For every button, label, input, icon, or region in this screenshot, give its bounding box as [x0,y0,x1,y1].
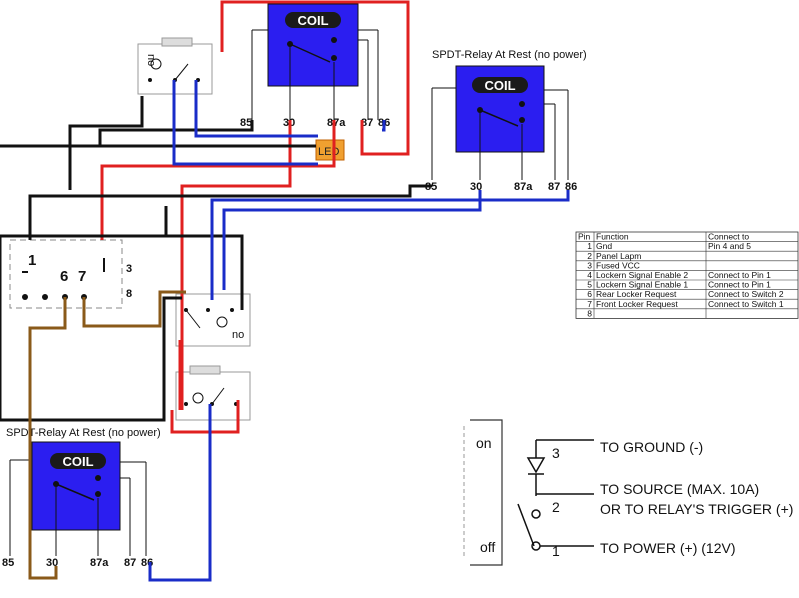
pin-table-cell: 2 [587,251,592,261]
switch-top-label-no: no [145,54,157,66]
connector-pin-7: 7 [78,268,86,285]
pin-table-header: Pin [578,232,591,242]
relay-bottom-pin-87: 87 [124,557,136,569]
wires-black [0,96,432,422]
relay-right-pin-87a: 87a [514,181,533,193]
pin-table-cell: Fused VCC [596,260,640,270]
legend-power: TO POWER (+) (12V) [600,540,735,556]
pin-table-cell: 6 [587,289,592,299]
relay-right: SPDT-Relay At Rest (no power) COIL 85 30… [425,49,587,193]
pin-table-cell: Front Locker Request [596,299,678,309]
pin-table-cell: Connect to Pin 1 [708,280,771,290]
pin-table-cell: Connect to Switch 1 [708,299,784,309]
pin-table-header: Connect to [708,232,749,242]
pin-table-frame [575,231,799,319]
connector-pin-8: 8 [126,288,132,300]
legend-ground: TO GROUND (-) [600,439,703,455]
pin-table-cell: 7 [587,299,592,309]
pin-table-cell: Rear Locker Request [596,289,677,299]
pin-table-cell: Pin 4 and 5 [708,241,751,251]
pin-table-cell: Lockern Signal Enable 1 [596,280,688,290]
pin-table-cell: 3 [587,260,592,270]
relay-top-pin-87: 87 [361,117,373,129]
legend-source-2: OR TO RELAY'S TRIGGER (+) [600,501,793,517]
switch-legend: on off 3 2 1 TO GROUND (-) TO SOURCE (MA… [463,419,793,566]
legend-off: off [480,539,495,555]
pin-table-cell: Connect to Switch 2 [708,289,784,299]
pin-table-cell: Lockern Signal Enable 2 [596,270,688,280]
legend-on: on [476,435,492,451]
wires-blue [148,80,570,582]
relay-bottom-coil: COIL [62,454,93,469]
legend-pin-3: 3 [552,445,560,461]
connector-pin-1: 1 [28,252,36,269]
switch-middle-label-no: no [232,329,244,341]
relay-bottom-title: SPDT-Relay At Rest (no power) [6,427,161,439]
pin-table: Pin Function Connect to 1 Gnd Pin 4 and 5 2 Pan… [575,231,799,319]
legend-pin-2: 2 [552,499,560,515]
relay-right-title: SPDT-Relay At Rest (no power) [432,49,587,61]
connector-pin-3: 3 [126,263,132,275]
relay-bottom-pin-87a: 87a [90,557,109,569]
connector-block: 1 6 7 3 8 [9,239,132,309]
pin-table-cell: 1 [587,241,592,251]
connector-pin-6: 6 [60,268,68,285]
pin-table-cell: 8 [587,308,592,318]
pin-table-cell: Connect to Pin 1 [708,270,771,280]
wires-brown [28,290,186,580]
pin-table-cell: 4 [587,270,592,280]
relay-right-coil: COIL [484,78,515,93]
relay-top-pin-87a: 87a [327,117,346,129]
relay-top: COIL 85 30 87a 87 86 [240,3,390,129]
relay-bottom-pin-85: 85 [2,557,14,569]
relay-top-pin-85: 85 [240,117,252,129]
switch-middle[interactable]: no [175,293,251,347]
pin-table-header: Function [596,232,629,242]
pin-table-cell: Panel Lapm [596,251,641,261]
pin-table-cell: 5 [587,280,592,290]
pin-table-cell: Gnd [596,241,612,251]
relay-top-coil: COIL [297,13,328,28]
led-indicator: LED [315,139,345,161]
legend-source-1: TO SOURCE (MAX. 10A) [600,481,759,497]
legend-pin-1: 1 [552,543,560,559]
relay-bottom: SPDT-Relay At Rest (no power) COIL 85 30… [2,427,161,569]
led-label: LED [318,146,339,158]
relay-right-pin-87: 87 [548,181,560,193]
